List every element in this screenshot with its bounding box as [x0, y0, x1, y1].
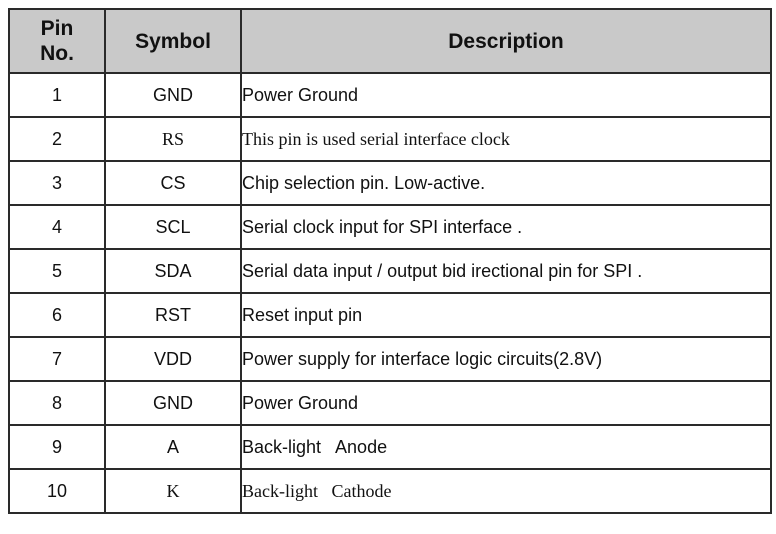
pin-table-container: Pin No. Symbol Description 1 GND Power G… [8, 8, 772, 524]
table-body: 1 GND Power Ground 2 RS This pin is used… [8, 72, 772, 514]
header-row: Pin No. Symbol Description [8, 8, 772, 74]
symbol-cell: CS [104, 160, 242, 206]
description-cell: Chip selection pin. Low-active. [240, 160, 772, 206]
description-cell: This pin is used serial interface clock [240, 116, 772, 162]
table-row: 9 A Back-light Anode [8, 424, 772, 470]
table-row: 1 GND Power Ground [8, 72, 772, 118]
pin-number-cell: 4 [8, 204, 106, 250]
pin-number-cell: 5 [8, 248, 106, 294]
symbol-cell: A [104, 424, 242, 470]
pin-number-cell: 9 [8, 424, 106, 470]
header-pin-no: Pin No. [8, 8, 106, 74]
pin-table: Pin No. Symbol Description 1 GND Power G… [8, 8, 772, 514]
table-row: 6 RST Reset input pin [8, 292, 772, 338]
description-cell: Reset input pin [240, 292, 772, 338]
symbol-cell: SDA [104, 248, 242, 294]
symbol-cell: VDD [104, 336, 242, 382]
table-row: 5 SDA Serial data input / output bid ire… [8, 248, 772, 294]
description-cell: Serial clock input for SPI interface . [240, 204, 772, 250]
header-symbol: Symbol [104, 8, 242, 74]
description-cell: Power Ground [240, 380, 772, 426]
pin-number-cell: 7 [8, 336, 106, 382]
table-row: 3 CS Chip selection pin. Low-active. [8, 160, 772, 206]
pin-number-cell: 6 [8, 292, 106, 338]
table-row: 10 K Back-light Cathode [8, 468, 772, 514]
symbol-cell: RS [104, 116, 242, 162]
table-header: Pin No. Symbol Description [8, 8, 772, 74]
table-row: 8 GND Power Ground [8, 380, 772, 426]
table-row: 2 RS This pin is used serial interface c… [8, 116, 772, 162]
symbol-cell: GND [104, 380, 242, 426]
description-cell: Back-light Cathode [240, 468, 772, 514]
header-description: Description [240, 8, 772, 74]
symbol-cell: K [104, 468, 242, 514]
symbol-cell: SCL [104, 204, 242, 250]
description-cell: Serial data input / output bid irectiona… [240, 248, 772, 294]
table-row: 7 VDD Power supply for interface logic c… [8, 336, 772, 382]
pin-number-cell: 3 [8, 160, 106, 206]
pin-number-cell: 2 [8, 116, 106, 162]
header-pin-line1: Pin [40, 17, 74, 40]
description-cell: Power supply for interface logic circuit… [240, 336, 772, 382]
pin-number-cell: 1 [8, 72, 106, 118]
description-cell: Power Ground [240, 72, 772, 118]
table-row: 4 SCL Serial clock input for SPI interfa… [8, 204, 772, 250]
description-cell: Back-light Anode [240, 424, 772, 470]
pin-number-cell: 8 [8, 380, 106, 426]
symbol-cell: RST [104, 292, 242, 338]
pin-number-cell: 10 [8, 468, 106, 514]
header-pin-line2: No. [40, 42, 74, 65]
symbol-cell: GND [104, 72, 242, 118]
